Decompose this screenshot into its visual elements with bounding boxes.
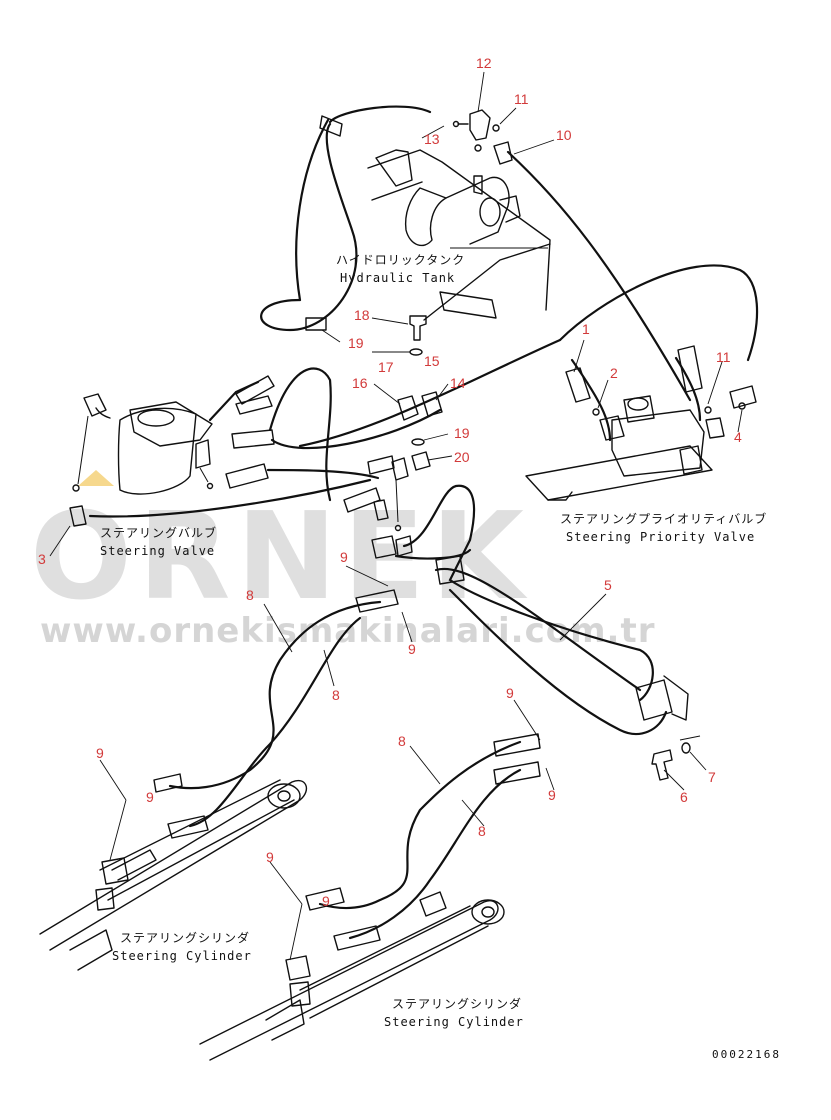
drawing-code: 00022168 [712,1048,781,1061]
hydraulic-tank-title-en: Hydraulic Tank [340,271,455,285]
component-titles: ハイドロリックタンク Hydraulic Tank ステアリングバルブ Stee… [100,253,767,1029]
callout-13: 13 [424,131,440,147]
center-fittings [371,457,413,559]
callout-2: 2 [610,365,618,381]
callout-15: 15 [424,353,440,369]
cylinder-hoses [153,589,541,951]
callout-19b: 19 [454,425,470,441]
callout-19: 19 [348,335,364,351]
hydraulic-tank-title-jp: ハイドロリックタンク [336,253,465,267]
left-cylinder [39,779,308,971]
watermark-accent-icon [78,470,114,486]
tube-assembly [394,484,691,781]
left-cylinder-title-jp: ステアリングシリンダ [120,930,250,945]
callout-10: 10 [556,127,572,143]
bolt-stack [397,315,443,471]
callout-9g: 9 [266,849,274,865]
callout-11: 11 [514,91,529,107]
tank-fittings [452,109,513,165]
hydraulic-tank [367,149,551,321]
callout-9f: 9 [548,787,556,803]
left-cylinder-title-en: Steering Cylinder [112,949,252,963]
callout-5: 5 [604,577,612,593]
callout-8c: 8 [398,733,406,749]
hoses-upper [260,105,759,448]
callout-8d: 8 [478,823,486,839]
callout-17: 17 [378,359,394,375]
callout-7: 7 [708,769,716,785]
right-cylinder-title-jp: ステアリングシリンダ [392,996,522,1011]
hoses-valve [88,367,442,518]
steering-valve [69,393,214,527]
callout-8b: 8 [332,687,340,703]
callout-9e: 9 [146,789,154,805]
callout-3: 3 [38,551,46,567]
callout-8a: 8 [246,587,254,603]
callout-6: 6 [680,789,688,805]
callout-9h: 9 [322,893,330,909]
callout-9b: 9 [408,641,416,657]
leader-lines [49,71,743,961]
callout-12: 12 [476,55,492,71]
callout-9a: 9 [340,549,348,565]
callout-20: 20 [454,449,470,465]
callout-1: 1 [582,321,590,337]
priority-valve-title-jp: ステアリングプライオリティバルブ [560,511,767,526]
right-cylinder-title-en: Steering Cylinder [384,1015,524,1029]
right-cylinder [199,891,505,1061]
callout-9c: 9 [506,685,514,701]
callout-18: 18 [354,307,370,323]
callouts: 12 11 10 13 18 19 17 15 16 14 19 20 1 2 … [38,55,742,909]
callout-9d: 9 [96,745,104,761]
steering-valve-title-en: Steering Valve [100,544,215,558]
callout-14: 14 [450,375,466,391]
callout-16: 16 [352,375,368,391]
callout-11b: 11 [716,349,731,365]
callout-4: 4 [734,429,742,445]
steering-valve-title-jp: ステアリングバルブ [100,525,217,540]
priority-valve-title-en: Steering Priority Valve [566,530,755,544]
priority-valve [525,345,757,501]
